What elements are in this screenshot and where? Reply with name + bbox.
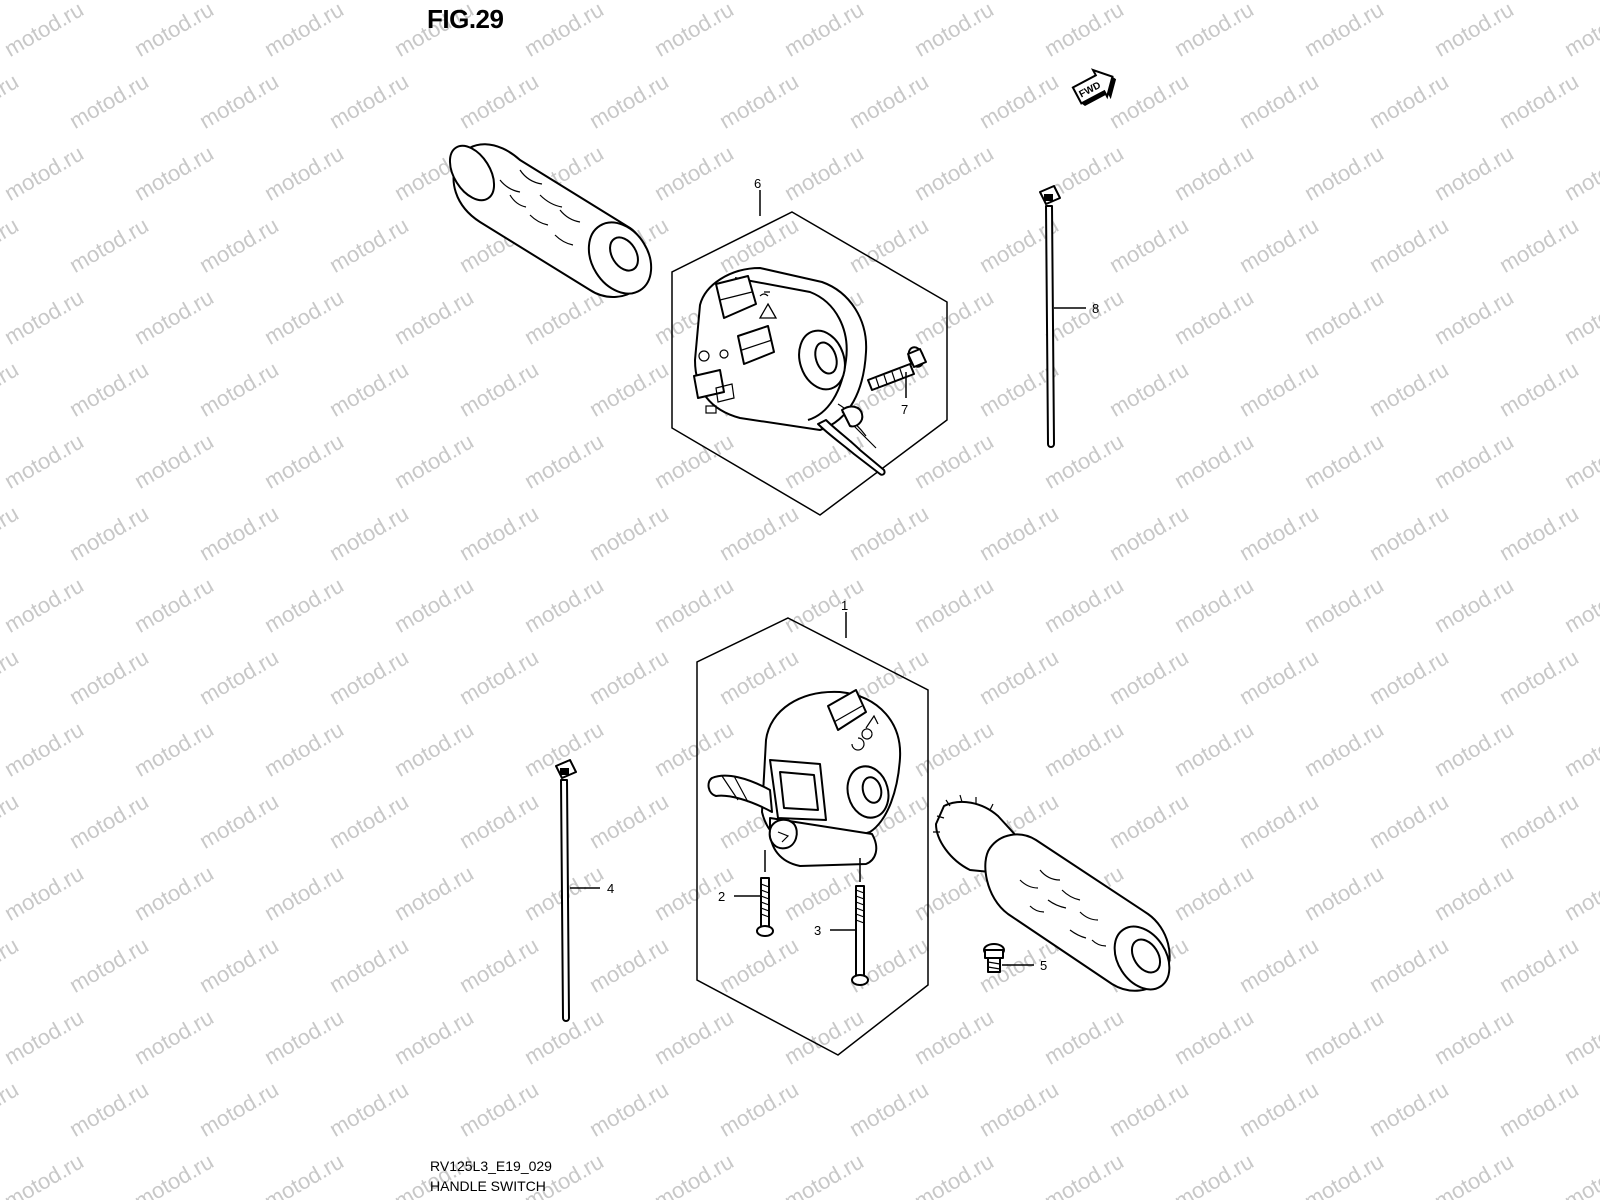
callout-7: 7 xyxy=(901,402,908,417)
callout-6: 6 xyxy=(754,176,761,191)
left-handle-switch xyxy=(693,267,886,476)
diagram-name: HANDLE SWITCH xyxy=(430,1178,546,1194)
throttle-grip xyxy=(933,794,1171,992)
screw-5 xyxy=(983,943,1005,973)
cable-tie-8 xyxy=(1039,185,1061,448)
callout-4: 4 xyxy=(607,881,614,896)
fwd-arrow-icon: FWD xyxy=(1071,68,1117,106)
left-grip xyxy=(448,143,653,298)
screw-3 xyxy=(851,885,869,986)
callout-5: 5 xyxy=(1040,958,1047,973)
right-handle-switch xyxy=(707,689,902,867)
kit-frame-right-switch xyxy=(696,617,929,1056)
figure-title: FIG.29 xyxy=(427,4,504,34)
diagram-code: RV125L3_E19_029 xyxy=(430,1158,552,1174)
callout-3: 3 xyxy=(814,923,821,938)
callout-8: 8 xyxy=(1092,301,1099,316)
callout-2: 2 xyxy=(718,889,725,904)
callout-1: 1 xyxy=(841,598,848,613)
screw-7 xyxy=(867,346,927,391)
cable-tie-4 xyxy=(555,759,577,1022)
kit-frame-left-switch xyxy=(671,211,948,516)
screw-2 xyxy=(756,877,774,937)
